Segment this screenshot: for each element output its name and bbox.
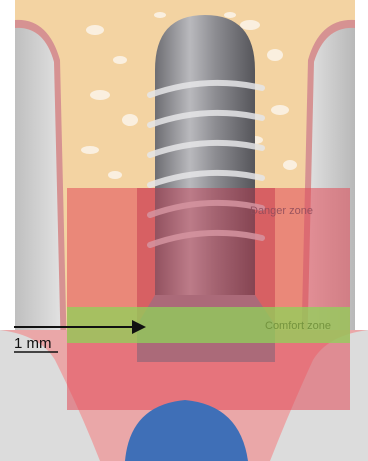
danger-zone-label: Danger zone [250,205,313,217]
comfort-zone-label: Comfort zone [265,320,331,332]
scale-label: 1 mm [14,335,52,352]
